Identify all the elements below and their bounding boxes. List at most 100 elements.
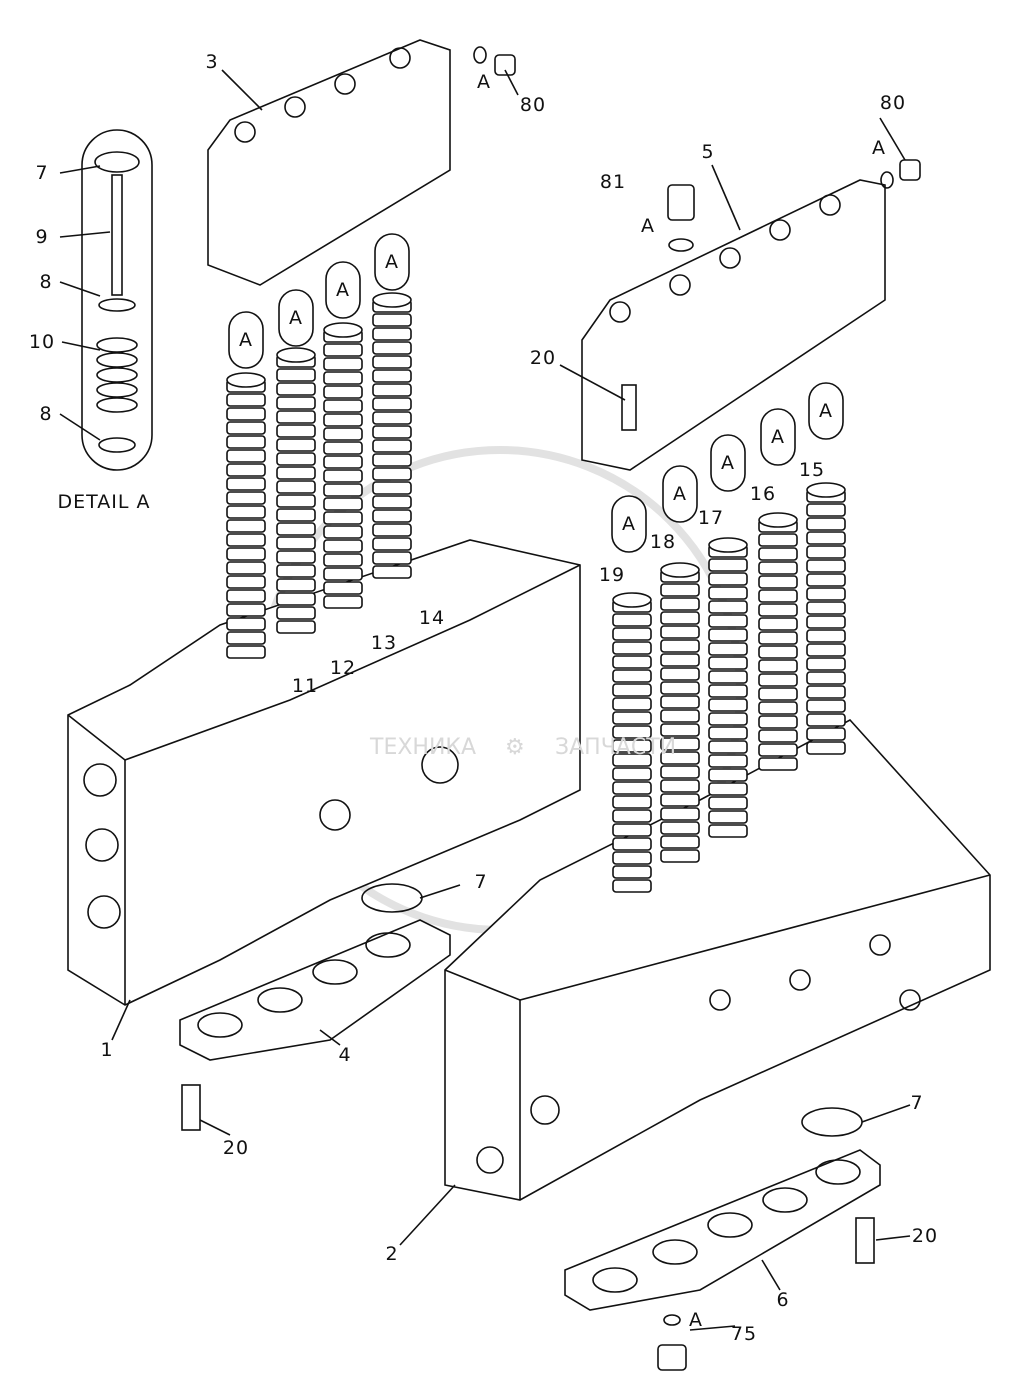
spool-land [660, 625, 700, 639]
spool-land [708, 726, 748, 740]
spool-land [660, 653, 700, 667]
spool-land [323, 567, 363, 581]
spool-land [758, 575, 798, 589]
spool-land [226, 435, 266, 449]
callout-18: 18 [649, 531, 677, 553]
spool-top [806, 482, 846, 498]
spool-land [226, 407, 266, 421]
spool-land [758, 715, 798, 729]
spool-land [276, 480, 316, 494]
spool-land [612, 879, 652, 893]
spool-land [612, 725, 652, 739]
cover-5 [581, 179, 886, 471]
spool-land [226, 505, 266, 519]
detail-a-reference-oval [710, 434, 746, 492]
callout-16: 16 [749, 483, 777, 505]
spool-land [226, 589, 266, 603]
detail-a-marker: A [239, 329, 253, 351]
spool-land [226, 645, 266, 659]
spool-land [612, 753, 652, 767]
watermark-left-text: ТЕХНИКА [370, 735, 477, 760]
spool-land [806, 517, 846, 531]
callout-7: 7 [35, 162, 49, 184]
detail-a-reference-oval [278, 289, 314, 347]
spool-land [612, 711, 652, 725]
bolt-20-right [855, 1217, 875, 1264]
spool-land [276, 620, 316, 634]
spool-top [612, 592, 652, 608]
detail-a-reference-oval [662, 465, 698, 523]
watermark-right-text: ЗАПЧАСТИ [555, 735, 677, 760]
spool-land [323, 413, 363, 427]
spool-land [372, 425, 412, 439]
spool-land [660, 793, 700, 807]
spool-land [276, 452, 316, 466]
detail-a-reference-oval [611, 495, 647, 553]
spool-land [276, 564, 316, 578]
spool-land [612, 627, 652, 641]
spool-land [806, 615, 846, 629]
spool-land [612, 767, 652, 781]
plug-80-left [473, 46, 516, 76]
spool-land [660, 681, 700, 695]
callout-75: 75 [730, 1323, 758, 1345]
spool-land [226, 575, 266, 589]
callout-15: 15 [798, 459, 826, 481]
spool-land [660, 751, 700, 765]
spool-land [612, 641, 652, 655]
detail-a-marker: A [622, 513, 636, 535]
spool-land [758, 561, 798, 575]
callout-14: 14 [418, 607, 446, 629]
spool-land [226, 547, 266, 561]
spool-land [660, 779, 700, 793]
spool-land [276, 550, 316, 564]
spool-land [276, 368, 316, 382]
spool-land [226, 491, 266, 505]
spool-land [323, 511, 363, 525]
spool-land [276, 592, 316, 606]
spool-land [806, 685, 846, 699]
spool-land [276, 508, 316, 522]
spool-land [758, 673, 798, 687]
spool-land [226, 421, 266, 435]
spool-land [276, 410, 316, 424]
callout-8: 8 [39, 403, 53, 425]
spool-land [372, 397, 412, 411]
callout-3: 3 [205, 51, 219, 73]
spool-land [323, 399, 363, 413]
spool-land [708, 740, 748, 754]
spool-land [708, 782, 748, 796]
spool-land [612, 809, 652, 823]
spool-land [226, 561, 266, 575]
spool-land [276, 494, 316, 508]
spool-land [276, 578, 316, 592]
spool-land [372, 509, 412, 523]
spool-land [806, 657, 846, 671]
spool-land [806, 741, 846, 755]
callout-20: 20 [529, 347, 557, 369]
callout-13: 13 [370, 632, 398, 654]
spool-land [323, 357, 363, 371]
spool-land [372, 467, 412, 481]
o-ring-7-right [801, 1107, 863, 1137]
spool-land [660, 597, 700, 611]
spool-land [806, 671, 846, 685]
spool-land [758, 547, 798, 561]
spool-land [758, 757, 798, 771]
detail-a-reference-oval [374, 233, 410, 291]
spool-land [226, 463, 266, 477]
callout-6: 6 [776, 1289, 790, 1311]
spool-land [323, 483, 363, 497]
spools [226, 292, 846, 893]
spool-land [806, 699, 846, 713]
spool-land [372, 411, 412, 425]
spool-land [372, 439, 412, 453]
spool-land [226, 631, 266, 645]
detail-a-marker: A [289, 307, 303, 329]
spool-land [660, 765, 700, 779]
cover-3 [207, 39, 451, 286]
detail-a-marker: A [673, 483, 687, 505]
spool-land [612, 851, 652, 865]
spool-land [708, 572, 748, 586]
